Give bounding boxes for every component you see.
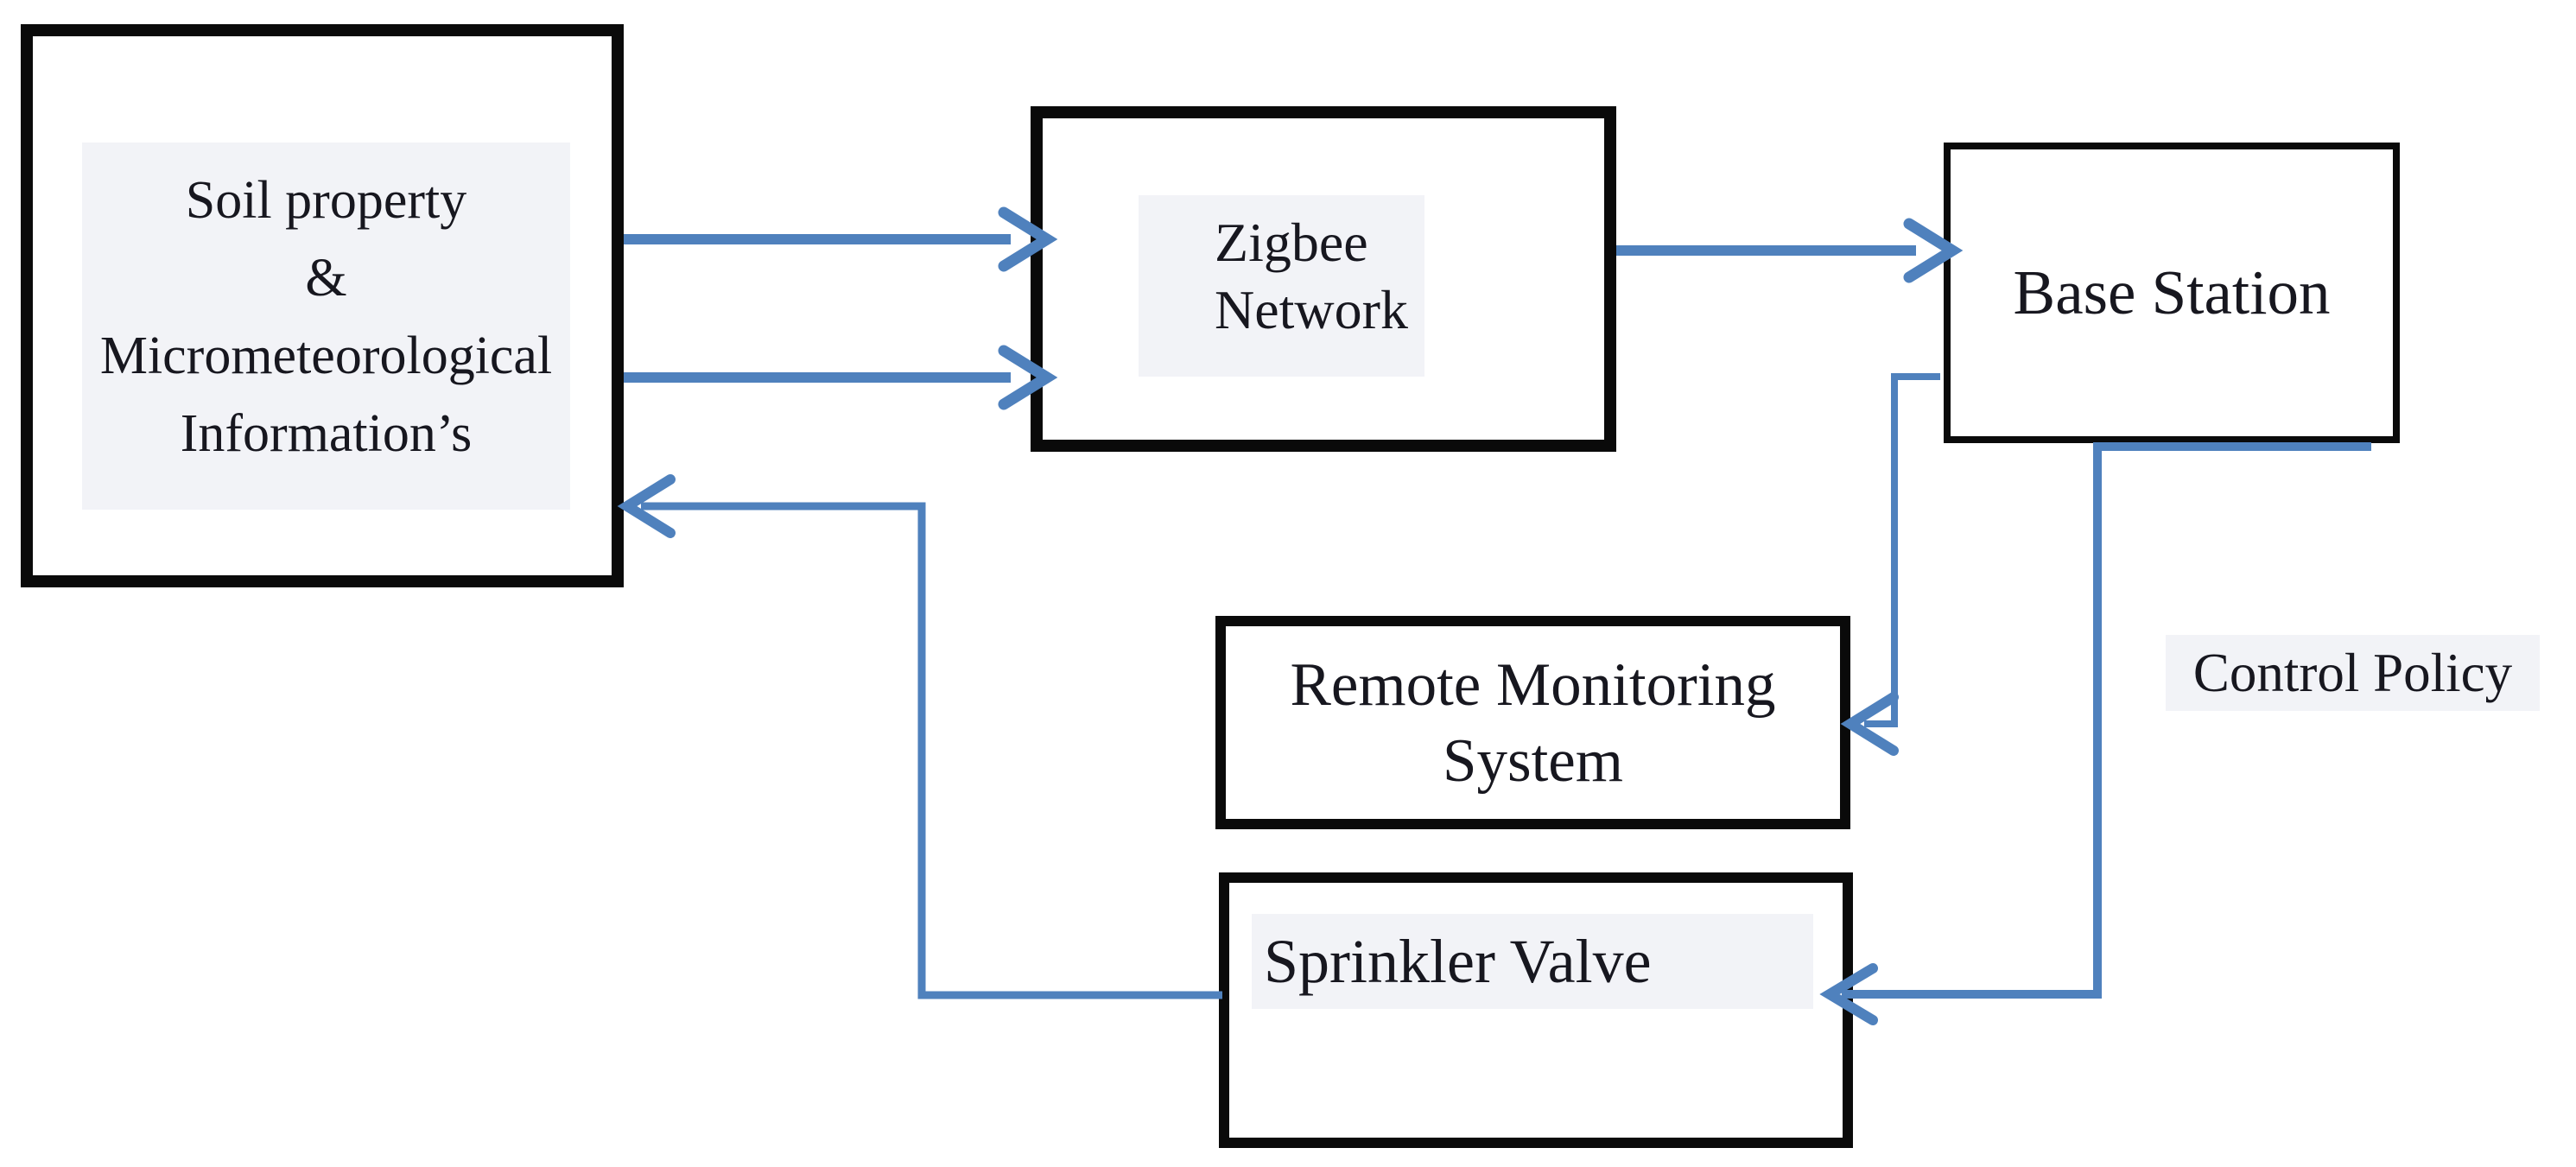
text-line: Micrometeorological xyxy=(99,327,553,385)
node-sprinkler-valve-label: Sprinkler Valve xyxy=(1252,914,1813,1009)
text-line: Zigbee xyxy=(1215,212,1368,273)
node-remote-monitoring-system: Remote Monitoring System xyxy=(1215,616,1850,829)
arrow-soil-to-zigbee-upper xyxy=(624,206,1058,272)
text-line: Soil property xyxy=(185,171,467,230)
text-line: Sprinkler Valve xyxy=(1264,926,1652,996)
node-soil-property-label: Soil property & Micrometeorological Info… xyxy=(82,143,570,510)
node-base-station: Base Station xyxy=(1944,143,2400,443)
node-base-station-label: Base Station xyxy=(2013,257,2331,327)
arrow-base-to-sprinkler xyxy=(1819,442,2371,1025)
text-line: Network xyxy=(1215,279,1408,340)
arrow-sprinkler-to-soil xyxy=(617,474,1222,999)
control-policy-label: Control Policy xyxy=(2166,635,2540,711)
text-line: System xyxy=(1442,726,1624,795)
arrow-base-to-rms xyxy=(1840,373,1940,756)
arrow-zigbee-to-base xyxy=(1616,218,1964,283)
text-line: Information’s xyxy=(180,404,473,463)
arrow-soil-to-zigbee-lower xyxy=(624,345,1058,410)
text-line: & xyxy=(305,249,347,308)
node-zigbee-network-label: Zigbee Network xyxy=(1139,195,1424,377)
text-line: Remote Monitoring xyxy=(1290,650,1776,719)
